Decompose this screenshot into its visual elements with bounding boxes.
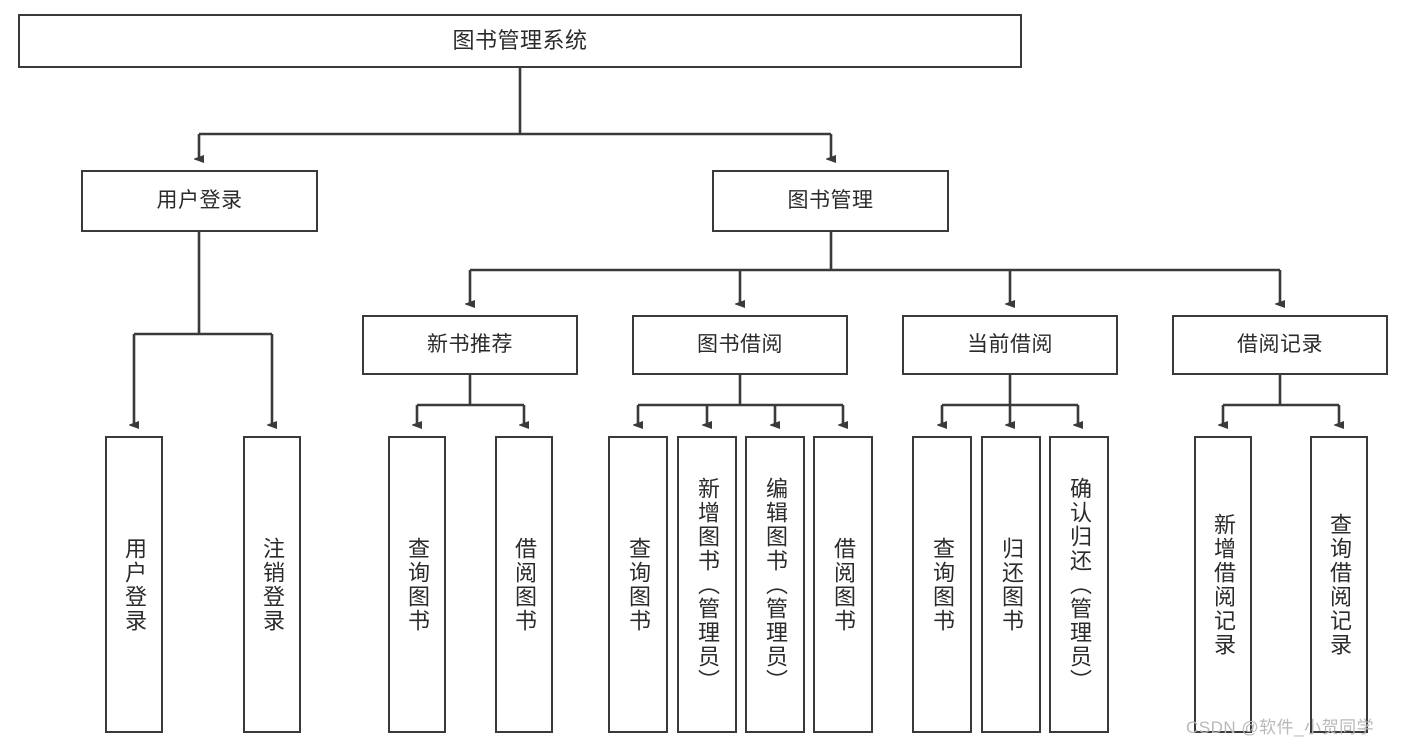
csdn-watermark: CSDN @软件_小贺同学 [1186, 718, 1375, 737]
leaf-logout[interactable]: 注销登录 [243, 436, 301, 733]
node-current-borrow[interactable]: 当前借阅 [902, 315, 1118, 375]
node-label: 归还图书 [999, 536, 1024, 633]
node-user-login[interactable]: 用户登录 [81, 170, 318, 232]
node-label: 确认归还（管理员） [1067, 476, 1092, 693]
node-label: 图书借阅 [697, 332, 783, 356]
node-label: 编辑图书（管理员） [763, 476, 788, 693]
leaf-new-book-query[interactable]: 查询图书 [388, 436, 446, 733]
node-new-book-recommend[interactable]: 新书推荐 [362, 315, 578, 375]
node-label: 当前借阅 [967, 332, 1053, 356]
leaf-confirm-return-admin[interactable]: 确认归还（管理员） [1049, 436, 1109, 733]
leaf-user-login[interactable]: 用户登录 [105, 436, 163, 733]
node-root-book-management-system[interactable]: 图书管理系统 [18, 14, 1022, 68]
leaf-borrow-book[interactable]: 借阅图书 [813, 436, 873, 733]
leaf-borrow-query-book[interactable]: 查询图书 [608, 436, 668, 733]
node-label: 借阅图书 [512, 536, 537, 633]
node-label: 新书推荐 [427, 332, 513, 356]
leaf-new-book-borrow[interactable]: 借阅图书 [495, 436, 553, 733]
node-book-management[interactable]: 图书管理 [712, 170, 949, 232]
node-label: 查询图书 [626, 536, 651, 633]
leaf-return-book[interactable]: 归还图书 [981, 436, 1041, 733]
node-label: 新增图书（管理员） [695, 476, 720, 693]
node-label: 查询图书 [405, 536, 430, 633]
node-label: 借阅记录 [1237, 332, 1323, 356]
node-label: 借阅图书 [831, 536, 856, 633]
leaf-add-borrow-record[interactable]: 新增借阅记录 [1194, 436, 1252, 733]
node-label: 查询图书 [930, 536, 955, 633]
node-label: 用户登录 [122, 536, 147, 633]
node-label: 查询借阅记录 [1327, 512, 1352, 657]
leaf-query-borrow-record[interactable]: 查询借阅记录 [1310, 436, 1368, 733]
node-label: 用户登录 [156, 188, 243, 212]
leaf-edit-book-admin[interactable]: 编辑图书（管理员） [745, 436, 805, 733]
node-label: 图书管理 [787, 188, 874, 212]
node-label: 图书管理系统 [452, 28, 588, 54]
leaf-add-book-admin[interactable]: 新增图书（管理员） [677, 436, 737, 733]
node-label: 新增借阅记录 [1211, 512, 1236, 657]
leaf-current-query-book[interactable]: 查询图书 [912, 436, 972, 733]
node-label: 注销登录 [260, 536, 285, 633]
node-borrow-record[interactable]: 借阅记录 [1172, 315, 1388, 375]
node-book-borrow[interactable]: 图书借阅 [632, 315, 848, 375]
